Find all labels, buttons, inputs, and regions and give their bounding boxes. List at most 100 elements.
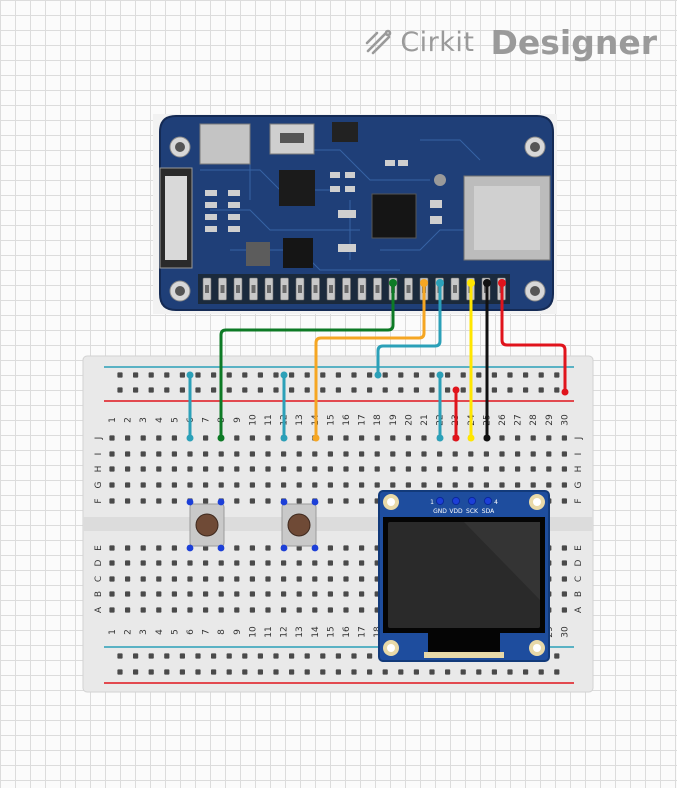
breadboard-hole[interactable] bbox=[156, 545, 162, 551]
breadboard-hole[interactable] bbox=[359, 451, 365, 457]
breadboard-hole[interactable] bbox=[296, 576, 302, 582]
pushbutton-pins[interactable] bbox=[186, 498, 225, 552]
breadboard-hole[interactable] bbox=[296, 451, 302, 457]
breadboard-hole[interactable] bbox=[343, 435, 349, 441]
breadboard-hole[interactable] bbox=[359, 545, 365, 551]
breadboard-hole[interactable] bbox=[359, 607, 365, 613]
breadboard-hole[interactable] bbox=[289, 372, 295, 378]
breadboard-hole[interactable] bbox=[561, 560, 567, 566]
breadboard-hole[interactable] bbox=[530, 466, 536, 472]
breadboard-hole[interactable] bbox=[148, 387, 154, 393]
breadboard-hole[interactable] bbox=[289, 387, 295, 393]
breadboard-hole[interactable] bbox=[523, 372, 529, 378]
breadboard-hole[interactable] bbox=[429, 387, 435, 393]
breadboard-hole[interactable] bbox=[234, 591, 240, 597]
breadboard-hole[interactable] bbox=[156, 560, 162, 566]
breadboard-hole[interactable] bbox=[351, 653, 357, 659]
breadboard-hole[interactable] bbox=[382, 372, 388, 378]
breadboard-hole[interactable] bbox=[507, 387, 513, 393]
breadboard-hole[interactable] bbox=[125, 498, 131, 504]
breadboard-hole[interactable] bbox=[561, 482, 567, 488]
breadboard-hole[interactable] bbox=[109, 576, 115, 582]
breadboard-hole[interactable] bbox=[476, 387, 482, 393]
breadboard-hole[interactable] bbox=[187, 482, 193, 488]
breadboard-hole[interactable] bbox=[312, 560, 318, 566]
breadboard-hole[interactable] bbox=[359, 435, 365, 441]
breadboard-hole[interactable] bbox=[460, 669, 466, 675]
breadboard-hole[interactable] bbox=[140, 545, 146, 551]
breadboard-hole[interactable] bbox=[273, 653, 279, 659]
breadboard-hole[interactable] bbox=[523, 669, 529, 675]
breadboard-hole[interactable] bbox=[171, 466, 177, 472]
breadboard-hole[interactable] bbox=[218, 607, 224, 613]
breadboard-hole[interactable] bbox=[156, 435, 162, 441]
breadboard-hole[interactable] bbox=[405, 466, 411, 472]
breadboard-hole[interactable] bbox=[179, 387, 185, 393]
breadboard-hole[interactable] bbox=[203, 466, 209, 472]
breadboard-hole[interactable] bbox=[218, 576, 224, 582]
breadboard-hole[interactable] bbox=[156, 498, 162, 504]
breadboard-hole[interactable] bbox=[249, 451, 255, 457]
breadboard-hole[interactable] bbox=[554, 669, 560, 675]
breadboard-hole[interactable] bbox=[187, 560, 193, 566]
wire-blue-gpio-to-col18[interactable] bbox=[376, 281, 442, 377]
breadboard-hole[interactable] bbox=[437, 482, 443, 488]
breadboard-hole[interactable] bbox=[265, 576, 271, 582]
breadboard-hole[interactable] bbox=[218, 591, 224, 597]
breadboard-hole[interactable] bbox=[164, 372, 170, 378]
breadboard-hole[interactable] bbox=[468, 451, 474, 457]
breadboard-hole[interactable] bbox=[343, 466, 349, 472]
breadboard-hole[interactable] bbox=[561, 545, 567, 551]
breadboard-hole[interactable] bbox=[140, 607, 146, 613]
breadboard-hole[interactable] bbox=[398, 387, 404, 393]
breadboard-hole[interactable] bbox=[117, 387, 123, 393]
pushbutton-2[interactable] bbox=[280, 498, 319, 552]
breadboard-hole[interactable] bbox=[195, 653, 201, 659]
breadboard-hole[interactable] bbox=[133, 669, 139, 675]
breadboard-hole[interactable] bbox=[351, 387, 357, 393]
breadboard-hole[interactable] bbox=[304, 387, 310, 393]
breadboard-hole[interactable] bbox=[249, 607, 255, 613]
breadboard-hole[interactable] bbox=[211, 387, 217, 393]
breadboard-hole[interactable] bbox=[343, 576, 349, 582]
breadboard-hole[interactable] bbox=[421, 435, 427, 441]
breadboard-hole[interactable] bbox=[554, 372, 560, 378]
breadboard-hole[interactable] bbox=[257, 669, 263, 675]
breadboard-hole[interactable] bbox=[125, 560, 131, 566]
pushbutton-cap[interactable] bbox=[287, 513, 311, 537]
breadboard-hole[interactable] bbox=[179, 669, 185, 675]
breadboard-hole[interactable] bbox=[109, 591, 115, 597]
breadboard-hole[interactable] bbox=[405, 482, 411, 488]
breadboard-hole[interactable] bbox=[476, 372, 482, 378]
breadboard-hole[interactable] bbox=[226, 372, 232, 378]
breadboard-hole[interactable] bbox=[265, 451, 271, 457]
breadboard-hole[interactable] bbox=[133, 387, 139, 393]
breadboard-hole[interactable] bbox=[374, 482, 380, 488]
breadboard-hole[interactable] bbox=[335, 372, 341, 378]
breadboard-hole[interactable] bbox=[554, 653, 560, 659]
breadboard-hole[interactable] bbox=[125, 482, 131, 488]
breadboard-hole[interactable] bbox=[125, 435, 131, 441]
breadboard-hole[interactable] bbox=[242, 372, 248, 378]
breadboard-hole[interactable] bbox=[561, 435, 567, 441]
breadboard-hole[interactable] bbox=[413, 387, 419, 393]
breadboard-hole[interactable] bbox=[561, 576, 567, 582]
breadboard-hole[interactable] bbox=[343, 451, 349, 457]
breadboard-hole[interactable] bbox=[523, 387, 529, 393]
breadboard-hole[interactable] bbox=[413, 372, 419, 378]
breadboard-hole[interactable] bbox=[148, 653, 154, 659]
breadboard-hole[interactable] bbox=[499, 482, 505, 488]
breadboard-hole[interactable] bbox=[561, 451, 567, 457]
breadboard-hole[interactable] bbox=[249, 466, 255, 472]
breadboard-hole[interactable] bbox=[140, 482, 146, 488]
breadboard-hole[interactable] bbox=[265, 482, 271, 488]
breadboard-hole[interactable] bbox=[187, 576, 193, 582]
breadboard-hole[interactable] bbox=[148, 669, 154, 675]
breadboard-hole[interactable] bbox=[109, 545, 115, 551]
wire-green-gpio-to-col8[interactable] bbox=[219, 281, 395, 440]
breadboard-hole[interactable] bbox=[304, 653, 310, 659]
breadboard-hole[interactable] bbox=[171, 545, 177, 551]
breadboard-hole[interactable] bbox=[140, 435, 146, 441]
breadboard-hole[interactable] bbox=[281, 591, 287, 597]
breadboard-hole[interactable] bbox=[499, 451, 505, 457]
